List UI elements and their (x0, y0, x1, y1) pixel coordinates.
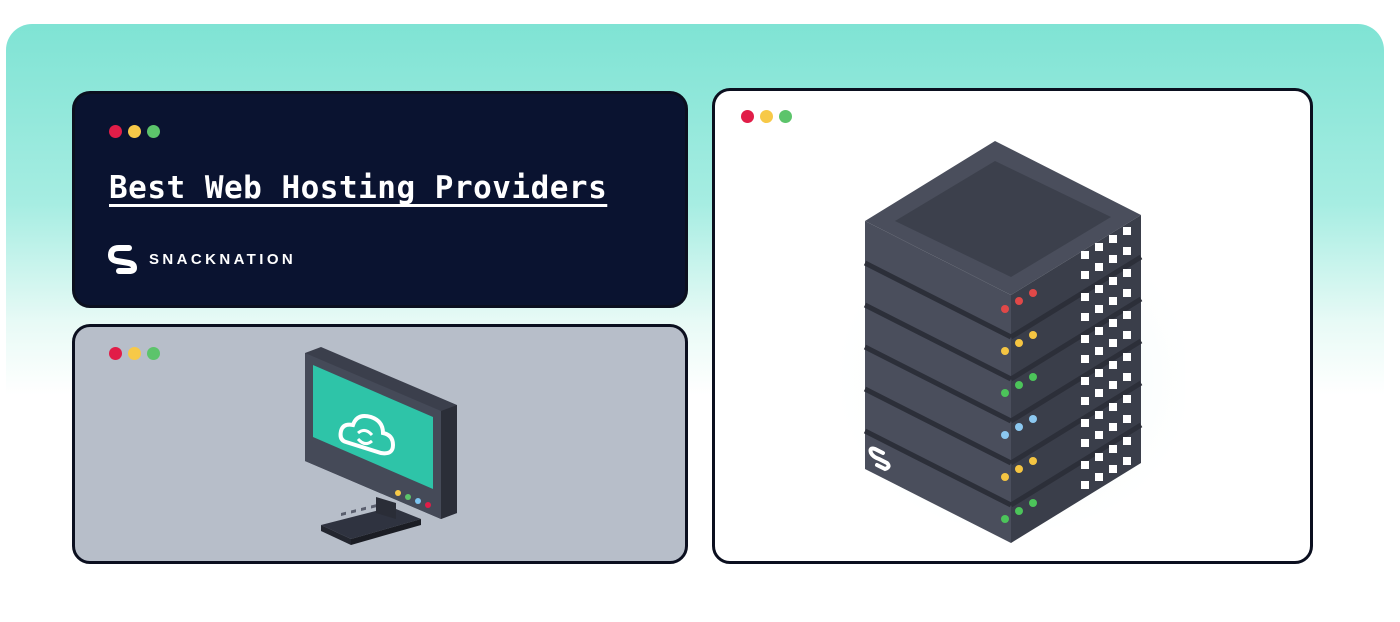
close-dot (109, 347, 122, 360)
cloud-sync-monitor-icon (305, 347, 457, 545)
minimize-dot (128, 347, 141, 360)
title-card: Best Web Hosting Providers SNACKNATION (72, 91, 688, 308)
maximize-dot (779, 110, 792, 123)
page-title: Best Web Hosting Providers (109, 170, 608, 206)
monitor-card (72, 324, 688, 564)
maximize-dot (147, 347, 160, 360)
window-controls (109, 125, 160, 138)
maximize-dot (147, 125, 160, 138)
server-card (712, 88, 1313, 564)
snacknation-logo-icon (107, 245, 138, 274)
minimize-dot (128, 125, 141, 138)
minimize-dot (760, 110, 773, 123)
close-dot (109, 125, 122, 138)
window-controls (109, 347, 160, 360)
window-controls (741, 110, 792, 123)
close-dot (741, 110, 754, 123)
brand-name: SNACKNATION (149, 250, 297, 268)
server-rack-icon (825, 141, 1185, 543)
brand: SNACKNATION (107, 242, 296, 276)
